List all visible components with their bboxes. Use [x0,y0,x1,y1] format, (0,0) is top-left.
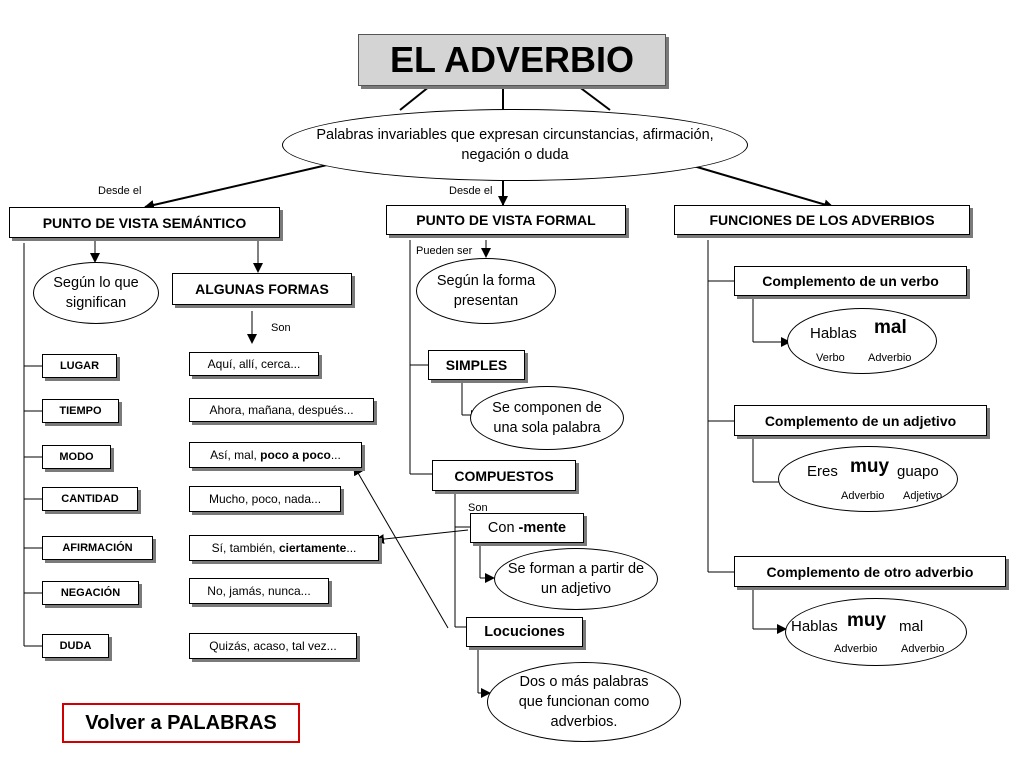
category-afirmacion: AFIRMACIÓN [42,536,153,560]
compuestos-box: COMPUESTOS [432,460,576,491]
segun-forma-text: Según la forma presentan [436,273,536,309]
simples-desc-text: Se componen de una sola palabra [492,400,602,436]
example-verbo-label2: Adverbio [868,352,912,364]
function-adjetivo-box: Complemento de un adjetivo [734,405,987,436]
pueden-ser-label: Pueden ser [416,245,473,257]
mente-desc-text: Se forman a partir de un adjetivo [507,561,645,597]
example-modo-bold: poco a poco [260,448,331,462]
example-adjetivo-label1: Adverbio [841,490,885,502]
example-adjetivo-word1: Eres [807,463,838,480]
locuciones-box: Locuciones [466,617,583,647]
functions-branch-header: FUNCIONES DE LOS ADVERBIOS [674,205,970,235]
mente-desc-ellipse: Se forman a partir de un adjetivo [494,548,658,610]
example-adjetivo-word2: muy [850,456,890,477]
example-adverbio-label2: Adverbio [901,643,945,655]
example-modo-text: Así, mal, [210,448,261,462]
definition-ellipse: Palabras invariables que expresan circun… [282,109,748,181]
segun-significan-ellipse: Según lo que significan [33,262,159,324]
desde-el-label-center: Desde el [449,185,493,197]
simples-desc-ellipse: Se componen de una sola palabra [470,386,624,450]
example-verbo-word2: mal [874,317,907,338]
function-verbo-box: Complemento de un verbo [734,266,967,296]
son-label-semantic: Son [271,322,291,334]
con-mente-box: Con -mente [470,513,584,543]
category-lugar: LUGAR [42,354,117,378]
semantic-branch-header: PUNTO DE VISTA SEMÁNTICO [9,207,280,238]
example-tiempo: Ahora, mañana, después... [189,398,374,422]
category-modo: MODO [42,445,111,469]
desde-el-label-left: Desde el [98,185,142,197]
example-lugar: Aquí, allí, cerca... [189,352,319,376]
example-adverbio-word1: Hablas [791,618,838,635]
example-modo-tail: ... [330,448,341,462]
example-adverbio-word3: mal [899,618,924,635]
example-afirmacion: Sí, también, ciertamente... [189,535,379,561]
example-modo: Así, mal, poco a poco... [189,442,362,468]
example-adverbio-word2: muy [847,610,887,631]
category-duda: DUDA [42,634,109,658]
formal-branch-header: PUNTO DE VISTA FORMAL [386,205,626,235]
segun-forma-ellipse: Según la forma presentan [416,258,556,324]
locuciones-desc-text: Dos o más palabras que funcionan como ad… [518,674,650,730]
con-mente-bold: -mente [518,520,567,536]
locuciones-desc-ellipse: Dos o más palabras que funcionan como ad… [487,662,681,742]
function-adverbio-box: Complemento de otro adverbio [734,556,1006,587]
example-cantidad: Mucho, poco, nada... [189,486,341,512]
example-negacion: No, jamás, nunca... [189,578,329,604]
page-title: EL ADVERBIO [358,34,666,86]
simples-box: SIMPLES [428,350,525,380]
category-tiempo: TIEMPO [42,399,119,423]
segun-significan-text: Según lo que significan [53,275,139,311]
example-adjetivo-label2: Adjetivo [903,490,943,502]
example-adverbio-label1: Adverbio [834,643,878,655]
example-adverbio-ellipse: Hablas muy mal Adverbio Adverbio [785,598,967,666]
con-mente-prefix: Con [487,520,519,536]
algunas-formas-box: ALGUNAS FORMAS [172,273,352,305]
category-negacion: NEGACIÓN [42,581,139,605]
example-duda: Quizás, acaso, tal vez... [189,633,357,659]
example-verbo-ellipse: Hablas mal Verbo Adverbio [787,308,937,374]
example-adjetivo-ellipse: Eres muy guapo Adverbio Adjetivo [778,446,958,512]
example-afirmacion-bold: ciertamente [278,541,347,555]
son-label-formal: Son [468,502,488,514]
example-verbo-label1: Verbo [816,352,845,364]
example-afirmacion-text: Sí, también, [211,541,279,555]
example-adjetivo-word3: guapo [897,463,939,480]
example-verbo-word1: Hablas [810,325,857,342]
example-afirmacion-tail: ... [346,541,357,555]
volver-palabras-button[interactable]: Volver a PALABRAS [62,703,300,743]
definition-text: Palabras invariables que expresan circun… [316,127,714,163]
category-cantidad: CANTIDAD [42,487,138,511]
